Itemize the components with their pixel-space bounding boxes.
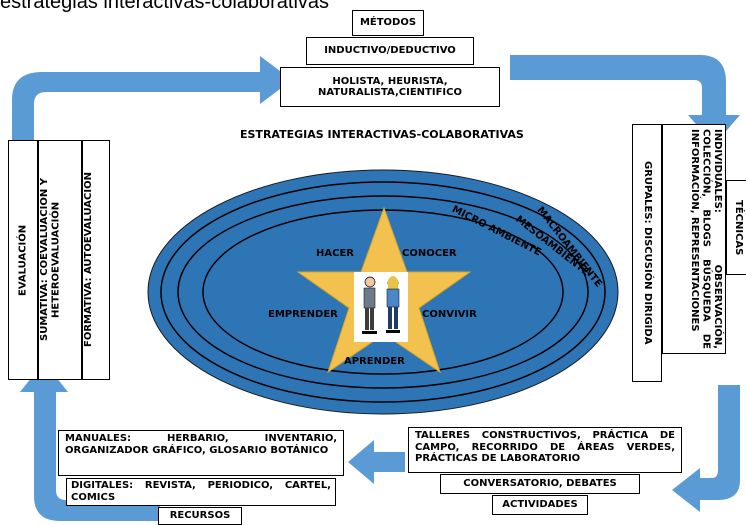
- metodos-item-inductivo: INDUCTIVO/DEDUCTIVO: [306, 37, 474, 65]
- tecnicas-label: TÉCNICAS: [726, 180, 746, 275]
- arrow-metodos-to-tecnicas: [510, 55, 740, 145]
- star-label-emprender: EMPRENDER: [268, 309, 338, 320]
- arrow-tecnicas-to-actividades: [672, 385, 740, 512]
- tecnicas-grupales: GRUPALES: DISCUSIÓN DIRIGIDA: [632, 124, 662, 382]
- people-figure-icon: [354, 272, 408, 342]
- recursos-manuales: MANUALES: HERBARIO, INVENTARIO, ORGANIZA…: [58, 430, 344, 476]
- macroambiente-ring: [160, 181, 606, 403]
- actividades-label: ACTIVIDADES: [492, 495, 588, 515]
- evaluacion-formativa: FORMATIVA: AUTOEVALUACIÓN: [82, 140, 110, 380]
- actividades-conversatorio: CONVERSATORIO, DEBATES: [440, 474, 640, 494]
- metodos-item-holista: HOLISTA, HEURISTA, NATURALISTA,CIENTIFIC…: [280, 67, 500, 107]
- star-label-aprender: APRENDER: [344, 356, 405, 367]
- metodos-label: MÉTODOS: [352, 10, 424, 36]
- arrow-recursos-to-evaluacion: [20, 362, 160, 521]
- star-label-hacer: HACER: [316, 248, 354, 259]
- page-title-partial: estrategias interactivas-colaborativas: [0, 0, 330, 13]
- evaluacion-label: EVALUACIÓN: [8, 140, 38, 380]
- actividades-talleres: TALLERES CONSTRUCTIVOS, PRÁCTICA DE CAMP…: [408, 427, 682, 473]
- arrow-evaluacion-to-metodos: [12, 56, 292, 140]
- star-label-convivir: CONVIVIR: [422, 309, 477, 320]
- mesoambiente-ring: [177, 195, 589, 389]
- star-label-conocer: CONOCER: [402, 248, 457, 259]
- tecnicas-individuales: INDIVIDUALES: OBSERVACIÓN, COLECCIÓN, BL…: [662, 124, 726, 354]
- evaluacion-sumativa: SUMATIVA: COEVALUACIÓN Y HETEROEVALUACIÓ…: [38, 140, 82, 380]
- arrow-actividades-to-recursos: [348, 440, 405, 484]
- diagram-title: ESTRATEGIAS INTERACTIVAS-COLABORATIVAS: [240, 128, 524, 141]
- recursos-digitales: DIGITALES: REVISTA, PERIODICO, CARTEL, C…: [66, 478, 336, 506]
- recursos-label: RECURSOS: [158, 507, 242, 525]
